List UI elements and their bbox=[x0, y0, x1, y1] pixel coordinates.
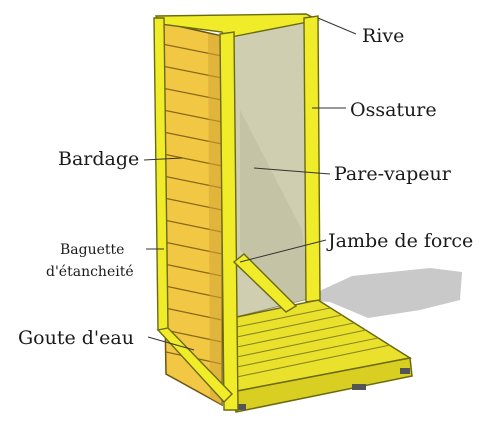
bardage-panel bbox=[159, 21, 223, 407]
label-goute-deau: Goute d'eau bbox=[18, 327, 134, 349]
pare-vapeur-shade bbox=[240, 110, 310, 304]
ossature-frame bbox=[153, 13, 321, 411]
leader-lines bbox=[143, 17, 357, 351]
label-baguette-line2: d'étancheité bbox=[46, 264, 134, 280]
label-bardage: Bardage bbox=[58, 148, 139, 170]
label-pare-vapeur: Pare-vapeur bbox=[334, 163, 452, 185]
label-baguette-line1: Baguette bbox=[60, 242, 124, 258]
label-ossature: Ossature bbox=[350, 99, 437, 121]
floor-deck bbox=[231, 299, 413, 413]
label-rive: Rive bbox=[362, 25, 404, 47]
ground-shadow bbox=[300, 268, 462, 318]
label-jambe-de-force: Jambe de force bbox=[326, 230, 473, 252]
